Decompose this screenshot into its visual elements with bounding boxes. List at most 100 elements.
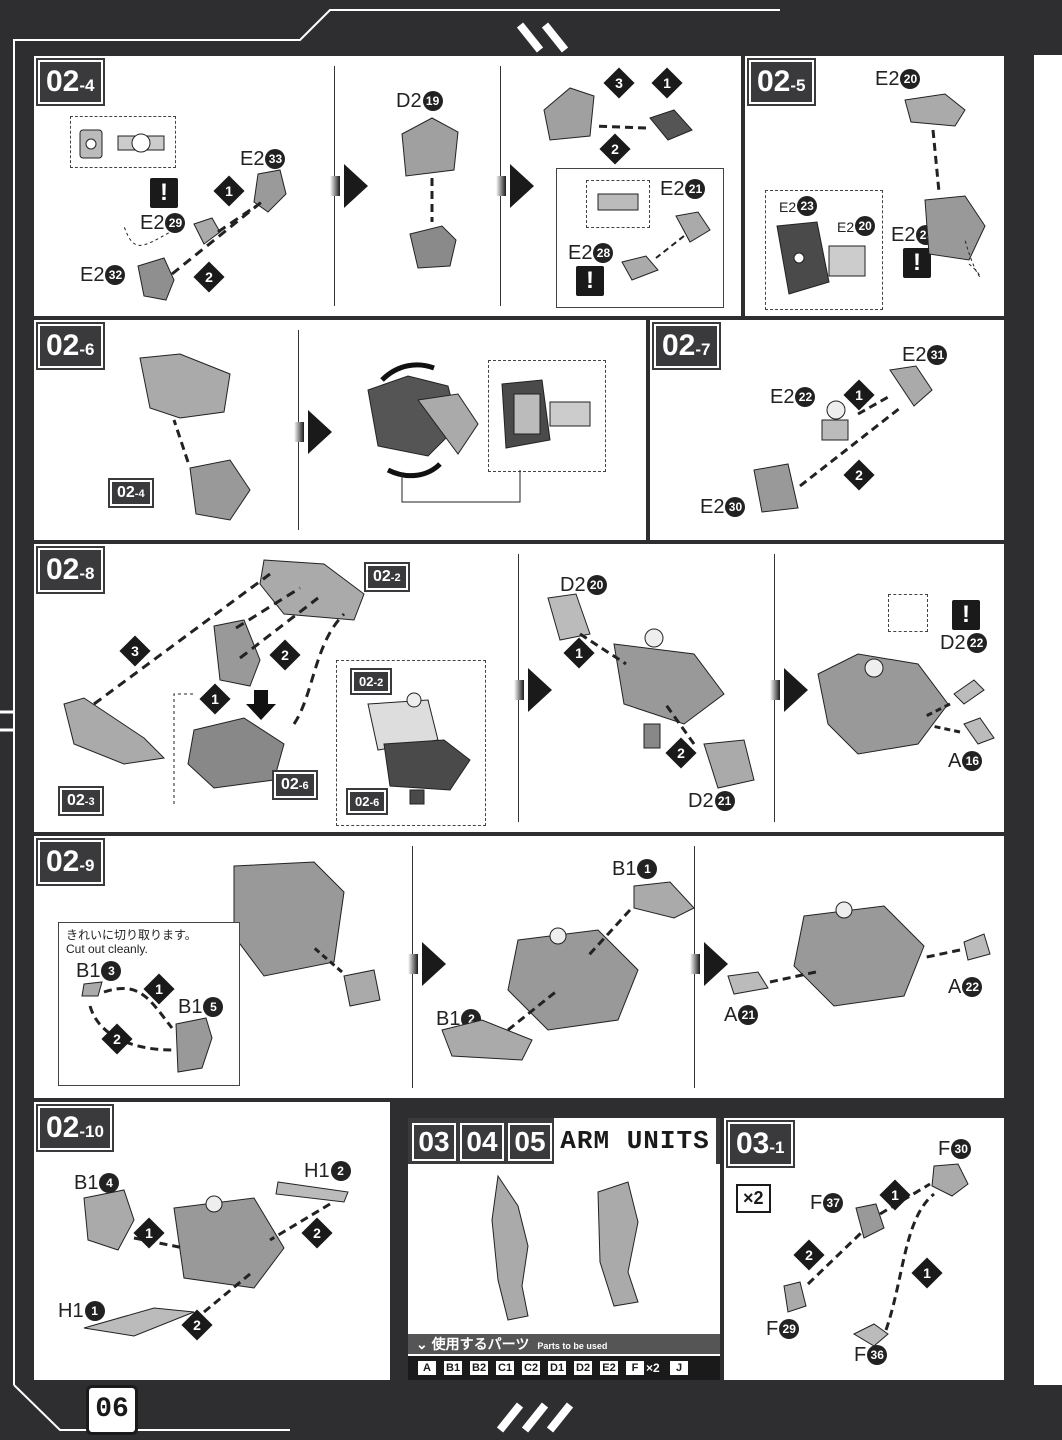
caution-icon: ! <box>903 248 931 278</box>
arm-units-title: ARM UNITS <box>554 1118 716 1164</box>
section-tag-03-1: 03-1 <box>726 1120 795 1168</box>
arm-units-illustration <box>491 1174 639 1321</box>
section-tag-02-7: 02-7 <box>652 322 721 370</box>
step-marker-2: 2 <box>665 737 697 769</box>
next-step-arrow <box>770 668 808 712</box>
detail-box <box>70 116 176 168</box>
chest-armor-illustration <box>547 593 755 789</box>
pin-detail-illustration <box>597 193 639 211</box>
chip-b2: B2 <box>470 1361 489 1375</box>
knee-joint-illustration <box>543 87 693 141</box>
cut-note-en: Cut out cleanly. <box>66 942 148 956</box>
section-tag-02-6: 02-6 <box>36 322 105 370</box>
next-step-arrow <box>408 942 446 986</box>
chip-f-multiplier: ×2 <box>646 1361 660 1375</box>
section-tag-02-10: 02-10 <box>36 1104 114 1152</box>
next-page-edge <box>1034 55 1062 1385</box>
chip-d2: D2 <box>574 1361 593 1375</box>
next-step-arrow <box>514 668 552 712</box>
section-tag-02-5: 02-5 <box>747 58 816 106</box>
ref-tag-02-2-detail: 02-2 <box>349 668 393 695</box>
hip-parts-illustration <box>753 365 933 513</box>
chip-e2: E2 <box>600 1361 618 1375</box>
caution-icon: ! <box>952 600 980 630</box>
step-marker-2: 2 <box>793 1239 825 1271</box>
step-marker-2: 2 <box>301 1217 333 1249</box>
next-step-arrow <box>330 164 368 208</box>
step-marker-1: 1 <box>879 1179 911 1211</box>
arm-num-03: 03 <box>412 1123 456 1161</box>
chip-c1: C1 <box>496 1361 515 1375</box>
detail-box <box>586 180 650 228</box>
chip-f: F <box>626 1361 644 1375</box>
chip-c2: C2 <box>522 1361 541 1375</box>
cut-detail-illustration <box>81 981 213 1073</box>
step-marker-1: 1 <box>133 1217 165 1249</box>
waist-armor-illustration <box>83 1181 349 1337</box>
step-marker-1: 1 <box>563 637 595 669</box>
next-step-arrow <box>690 942 728 986</box>
next-step-arrow <box>496 164 534 208</box>
back-armor-illustration <box>441 881 695 1061</box>
shin-assembly-illustration <box>401 117 459 269</box>
step-marker-1: 1 <box>651 67 683 99</box>
ankle-parts-illustration <box>621 211 711 281</box>
side-skirt-illustration <box>727 901 991 1007</box>
step-marker-2: 2 <box>599 133 631 165</box>
panel-02-6: 02-6 02-4 <box>32 318 648 542</box>
step-marker-3: 3 <box>603 67 635 99</box>
leg-parts-illustration <box>123 169 287 301</box>
torso-cover-illustration <box>233 861 381 1007</box>
chip-d1: D1 <box>548 1361 567 1375</box>
panel-02-8: 02-8 3 2 1 02-2 02-3 02-6 02-2 02-6 <box>32 542 1006 834</box>
section-tag-02-9: 02-9 <box>36 838 105 886</box>
ref-tag-02-2: 02-2 <box>364 562 410 592</box>
foot-armor-illustration <box>904 93 986 278</box>
cut-note-jp: きれいに切り取ります。 <box>66 928 197 942</box>
ref-tag-02-4: 02-4 <box>108 478 154 508</box>
step-marker-2: 2 <box>269 639 301 671</box>
detail-box <box>336 660 486 826</box>
page-number: 06 <box>86 1385 138 1435</box>
caution-icon: ! <box>150 178 178 208</box>
chip-b1: B1 <box>444 1361 463 1375</box>
detail-box <box>888 594 928 632</box>
step-marker-1: 1 <box>911 1257 943 1289</box>
chest-side-illustration <box>817 653 995 755</box>
next-step-arrow <box>294 410 332 454</box>
detail-box <box>488 360 606 472</box>
leg-joint-illustration <box>139 353 251 521</box>
arm-num-05: 05 <box>508 1123 552 1161</box>
foot-detail-illustration <box>776 221 866 295</box>
joint-detail-illustration <box>79 129 165 159</box>
arm-num-04: 04 <box>460 1123 504 1161</box>
